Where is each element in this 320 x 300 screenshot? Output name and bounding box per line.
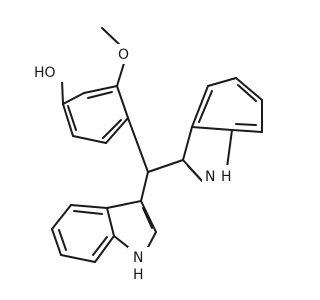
bond — [106, 207, 115, 237]
label-knockout — [202, 165, 240, 187]
bond — [231, 129, 263, 133]
bond — [62, 103, 74, 137]
hydroxyl-label: HO — [34, 65, 56, 81]
bond — [235, 77, 263, 101]
double-bond-inner — [102, 119, 122, 139]
double-bond-inner — [198, 90, 213, 123]
bond-oh — [61, 79, 64, 105]
label-knockout — [32, 60, 72, 82]
bond-ome — [116, 59, 126, 87]
bond — [106, 200, 142, 209]
label-knockout — [128, 247, 150, 287]
bond — [116, 85, 129, 119]
bond — [182, 126, 193, 161]
bond-central-phenyl — [127, 117, 149, 173]
double-bond-inner — [237, 84, 257, 102]
bond — [140, 200, 157, 233]
double-bond-inner — [92, 236, 108, 256]
indole-lower-hydrogen-label: H — [133, 267, 144, 283]
bond — [142, 207, 153, 229]
bond — [147, 159, 184, 173]
label-knockout — [115, 44, 133, 64]
bond-methyl — [101, 27, 122, 47]
indole-upper-hydrogen-label: H — [221, 169, 232, 185]
indole-lower-nitrogen-label: N — [133, 250, 143, 266]
indole-upper-nitrogen-label: N — [205, 169, 215, 185]
double-bond-inner — [58, 229, 67, 251]
bond — [187, 165, 203, 182]
chemical-structure-diagram: HO O N H N H — [32, 27, 263, 287]
methoxy-oxygen-label: O — [118, 47, 129, 63]
bond — [94, 235, 115, 263]
bond — [51, 204, 72, 230]
bond — [207, 77, 237, 87]
bond — [60, 254, 96, 263]
bond — [140, 171, 149, 202]
bond — [70, 204, 108, 209]
bond — [72, 135, 107, 144]
bond — [51, 228, 62, 256]
bond — [83, 85, 118, 94]
bond — [62, 92, 85, 105]
double-bond-inner — [67, 105, 77, 131]
double-bond-inner — [87, 91, 113, 99]
phenol-ring — [62, 85, 129, 144]
bond — [191, 126, 233, 131]
double-bond-inner — [73, 210, 103, 215]
bond — [191, 85, 209, 128]
double-bond-inner — [235, 123, 257, 126]
bond — [105, 117, 129, 144]
